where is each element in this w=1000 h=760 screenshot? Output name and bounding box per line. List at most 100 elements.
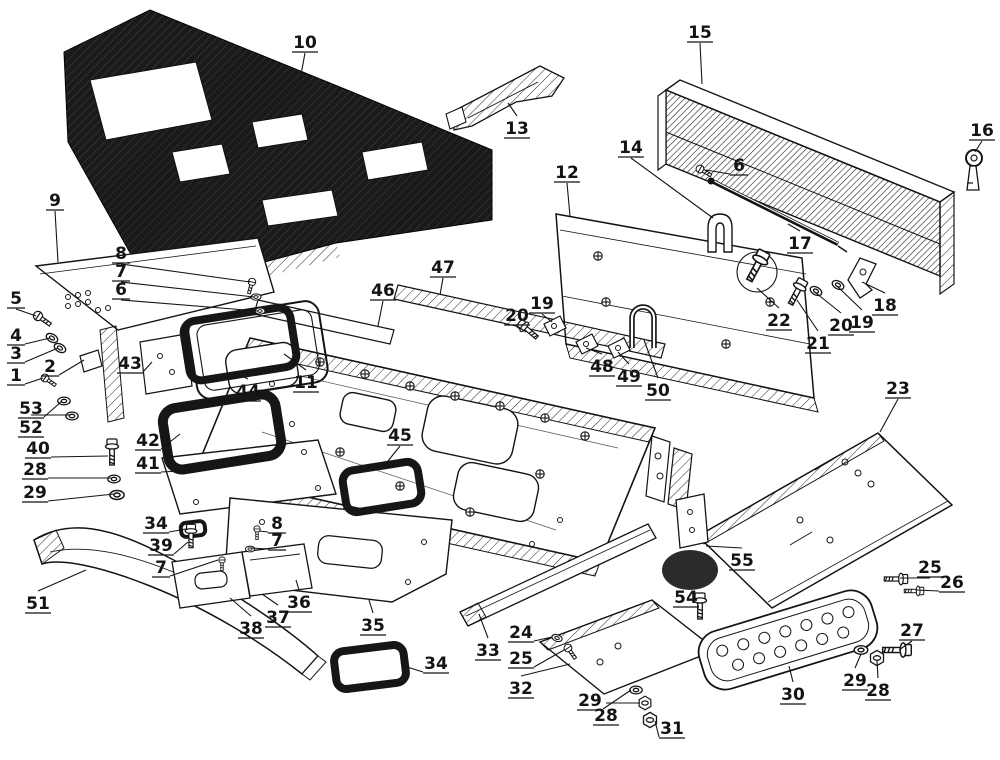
part-15-channel xyxy=(657,79,956,296)
leader-line-21-27 xyxy=(796,299,819,332)
part-26-bolt-right xyxy=(903,585,925,597)
callout-5: 5 xyxy=(10,289,22,309)
callout-9: 9 xyxy=(49,191,61,211)
leader-line-18-30 xyxy=(861,281,886,294)
part-36-37-38-plates xyxy=(171,543,313,609)
callout-46: 46 xyxy=(371,281,395,301)
callout-37: 37 xyxy=(266,608,290,628)
part-36-37-plate xyxy=(241,543,313,597)
part-34-gasket-small xyxy=(178,519,208,539)
callout-19: 19 xyxy=(530,294,554,314)
callout-3: 3 xyxy=(10,344,22,364)
leader-line-9-8 xyxy=(54,210,59,263)
leader-line-36-46 xyxy=(295,579,300,591)
part-55-bracket xyxy=(662,493,718,590)
callout-29: 29 xyxy=(578,691,602,711)
callout-11: 11 xyxy=(294,373,318,393)
part-41-plate xyxy=(161,439,337,515)
callout-7: 7 xyxy=(271,531,283,551)
leader-line-31-60 xyxy=(654,720,660,738)
part-29-washer-right xyxy=(853,644,869,656)
part-19-bracket xyxy=(543,315,567,337)
leader-line-24-55 xyxy=(533,636,553,642)
leader-line-38-48 xyxy=(229,597,252,617)
leader-line-26-62 xyxy=(915,589,940,592)
leader-line-29-65 xyxy=(854,653,862,669)
leader-line-53-17 xyxy=(43,400,63,418)
part-43-plate xyxy=(139,333,193,395)
callout-45: 45 xyxy=(388,426,412,446)
part-gasket-rings xyxy=(157,300,426,693)
leader-line-15-2 xyxy=(699,42,703,85)
leader-line-25-56 xyxy=(533,649,565,668)
part-48-49-50-brackets xyxy=(79,304,657,373)
leader-line-17-7 xyxy=(787,223,801,232)
callout-34: 34 xyxy=(144,514,168,534)
part-28-nut-bottom xyxy=(638,695,652,711)
leader-line-10-0 xyxy=(299,52,306,81)
leader-line-48-23 xyxy=(585,347,603,355)
callout-8: 8 xyxy=(271,514,283,534)
callout-43: 43 xyxy=(118,354,142,374)
callout-13: 13 xyxy=(505,119,529,139)
part-2-bracket xyxy=(79,349,103,373)
callout-27: 27 xyxy=(900,621,924,641)
part-47-riser xyxy=(393,284,666,359)
leader-line-34-52 xyxy=(403,665,424,673)
part-5-screw xyxy=(30,308,54,329)
leader-line-14-4 xyxy=(630,157,714,219)
callout-19: 19 xyxy=(850,313,874,333)
part-29-washer xyxy=(109,489,125,501)
callout-25: 25 xyxy=(509,649,533,669)
part-34-gasket-large xyxy=(330,641,410,693)
callout-8: 8 xyxy=(115,244,127,264)
leader-line-30-63 xyxy=(788,665,794,683)
leader-line-33-50 xyxy=(478,613,489,639)
leader-line-12-6 xyxy=(566,182,571,217)
part-20-washer-right xyxy=(808,283,824,299)
leader-line-29-38 xyxy=(47,493,115,502)
callout-18: 18 xyxy=(873,296,897,316)
callout-38: 38 xyxy=(239,619,263,639)
leader-line-41-35 xyxy=(160,469,201,473)
callout-33: 33 xyxy=(476,641,500,661)
callout-55: 55 xyxy=(730,551,754,571)
callout-31: 31 xyxy=(660,719,684,739)
leader-line-28-66 xyxy=(876,660,879,679)
leader-line-43-31 xyxy=(142,361,153,373)
callout-44: 44 xyxy=(236,382,260,402)
callout-52: 52 xyxy=(19,418,43,438)
callout-29: 29 xyxy=(843,671,867,691)
leader-line-37-47 xyxy=(261,593,279,606)
part-44-gasket xyxy=(179,303,301,385)
callout-1: 1 xyxy=(10,366,22,386)
callout-34: 34 xyxy=(424,654,448,674)
callout-29: 29 xyxy=(23,483,47,503)
leader-line-45-39 xyxy=(383,445,401,467)
leader-line-29-58 xyxy=(602,689,632,710)
callout-6: 6 xyxy=(115,280,127,300)
part-14-clamp xyxy=(707,213,733,253)
leader-line-44-32 xyxy=(233,371,249,380)
callout-17: 17 xyxy=(788,234,812,254)
part-25-bolt-right xyxy=(883,572,909,586)
callout-24: 24 xyxy=(509,623,533,643)
part-3-washer xyxy=(52,340,68,356)
callout-39: 39 xyxy=(149,536,173,556)
callout-40: 40 xyxy=(26,439,50,459)
callout-28: 28 xyxy=(23,460,47,480)
leader-line-22-26 xyxy=(756,287,780,309)
leader-line-4-13 xyxy=(24,337,51,345)
callout-7: 7 xyxy=(115,262,127,282)
leader-line-51-51 xyxy=(37,569,87,592)
callout-54: 54 xyxy=(674,588,698,608)
leader-line-16-3 xyxy=(974,140,983,153)
callout-28: 28 xyxy=(594,706,618,726)
leader-line-19-29 xyxy=(837,286,863,311)
callout-28: 28 xyxy=(866,681,890,701)
part-51-sill xyxy=(33,527,327,681)
leader-line-46-20 xyxy=(377,300,384,327)
part-30-step-plate xyxy=(697,589,879,691)
